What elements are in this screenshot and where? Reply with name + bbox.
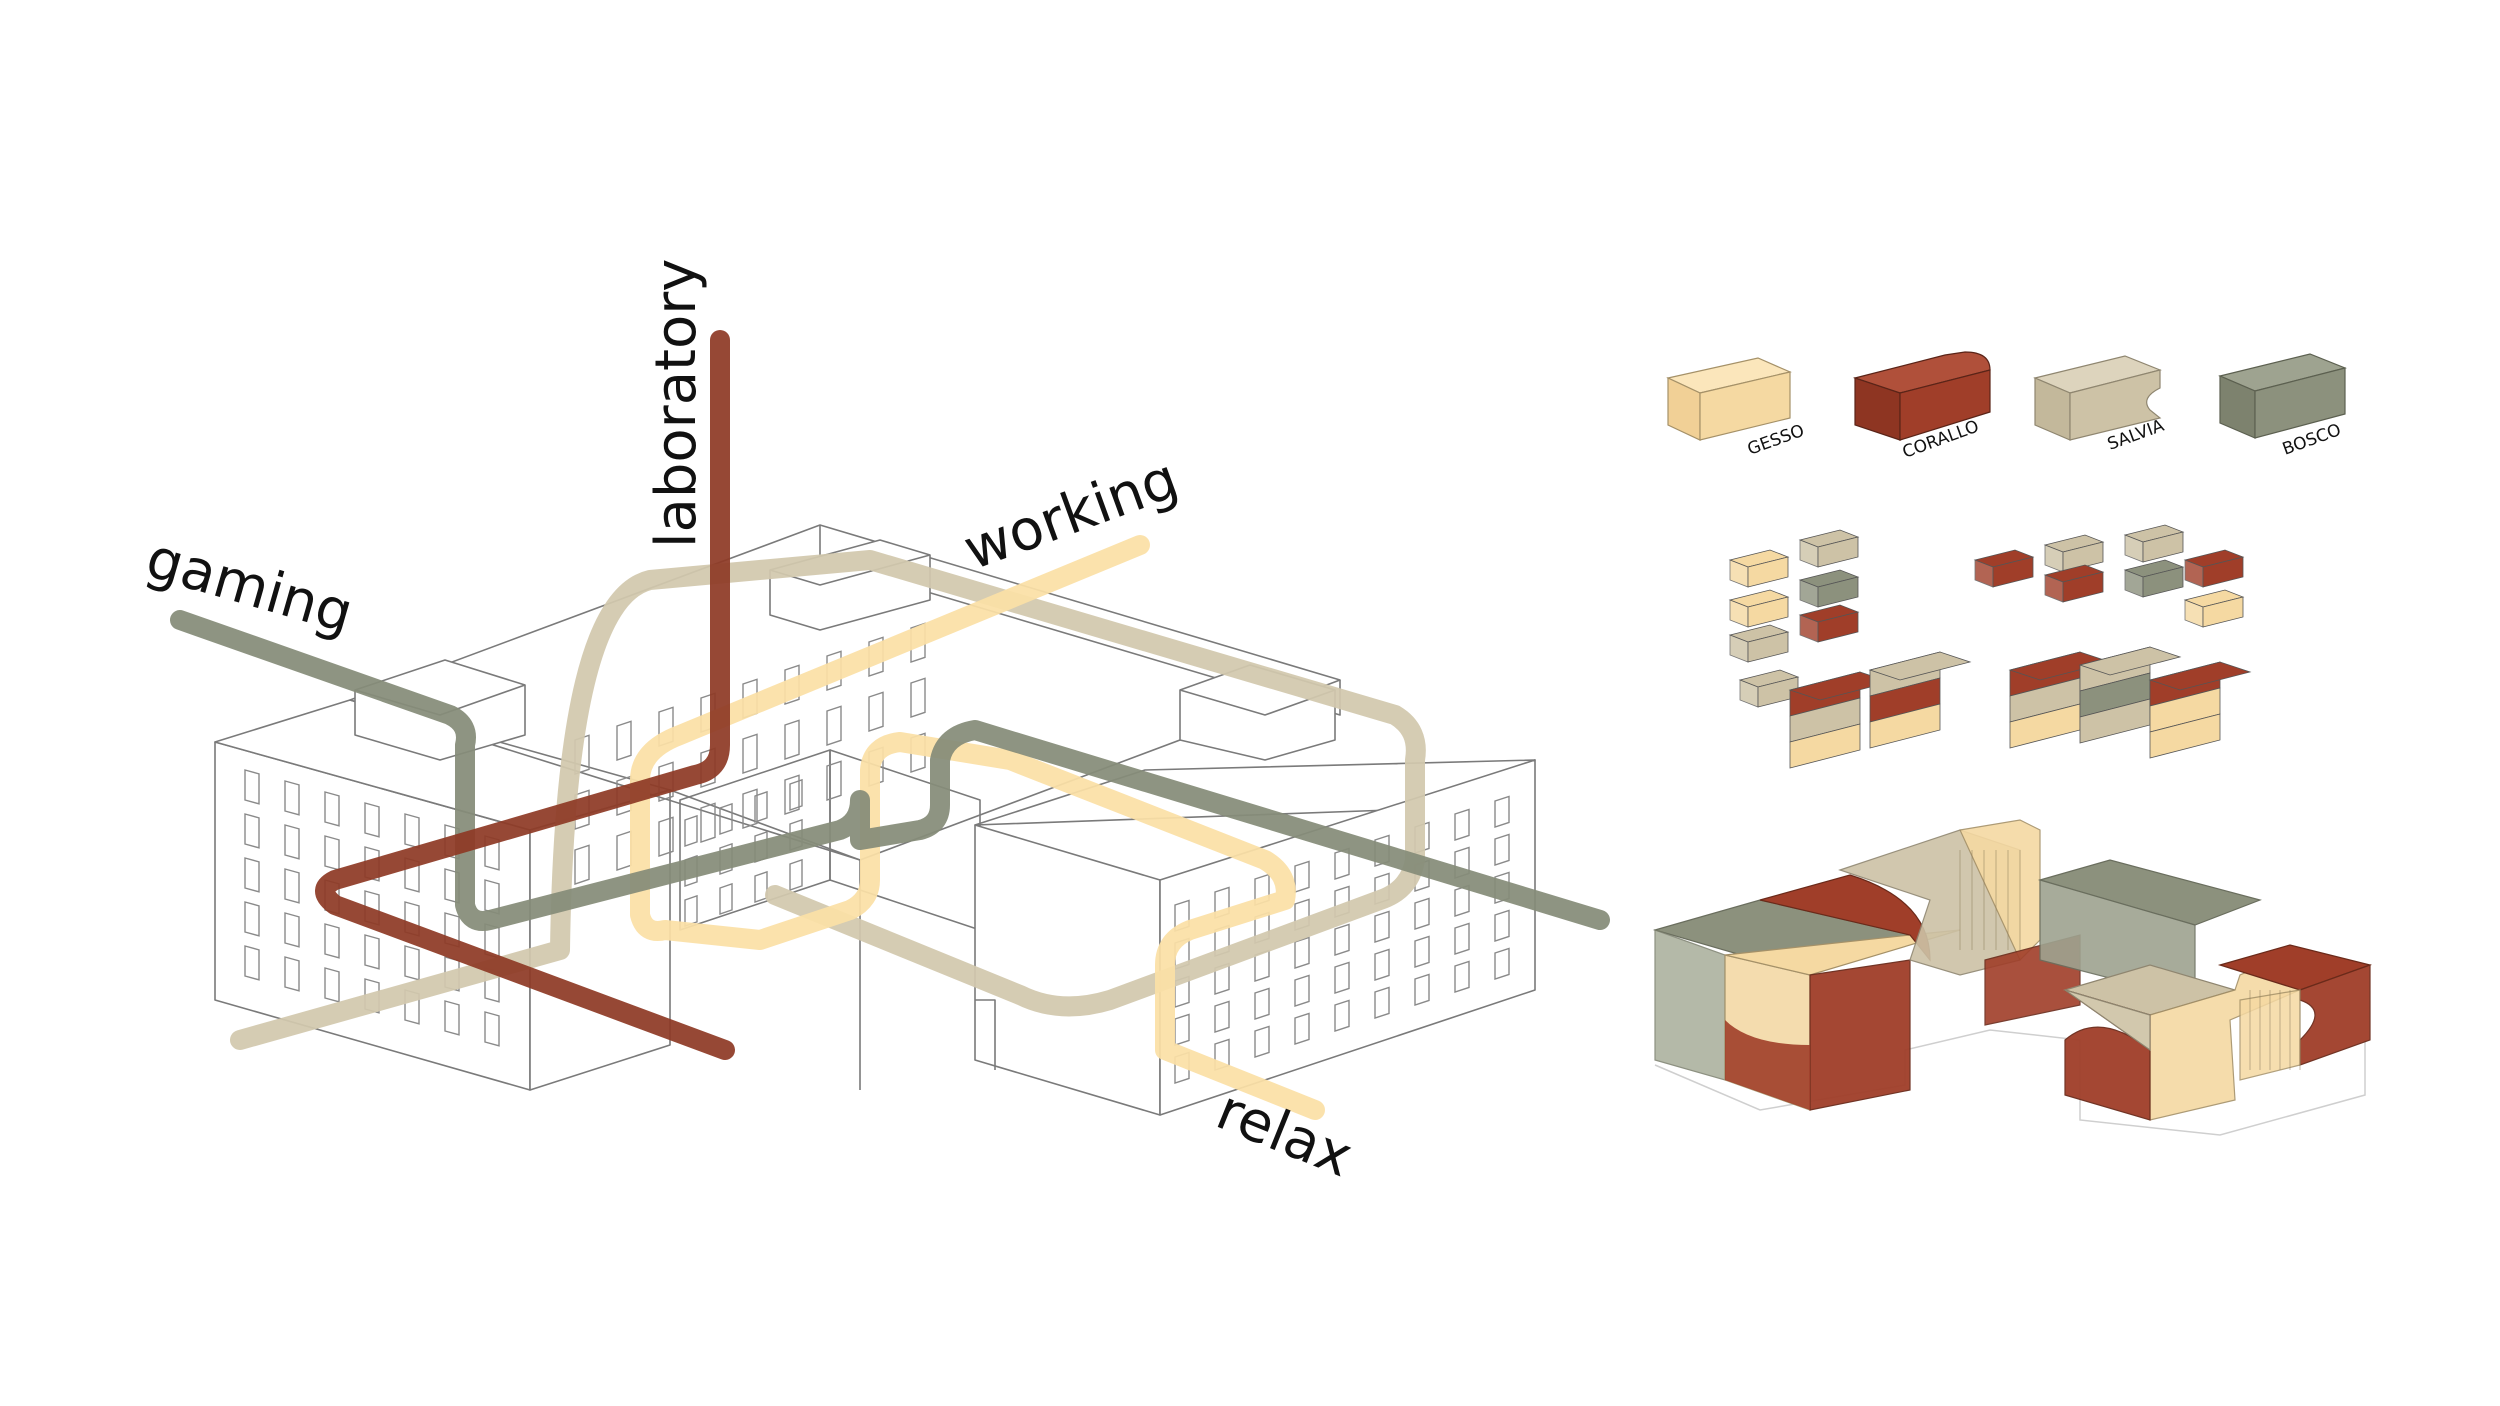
window (244, 857, 260, 893)
activity-routes (170, 330, 1610, 1120)
window (324, 791, 340, 827)
swatch-salvia: SALVIA (2033, 355, 2167, 455)
right-wing-front (974, 824, 1161, 1116)
window (1374, 986, 1390, 1019)
window (444, 1000, 460, 1036)
window (1254, 987, 1270, 1020)
window (284, 956, 300, 992)
combo-block-front (1817, 576, 1859, 608)
coloured-massing (1652, 819, 2373, 1136)
window (910, 622, 926, 663)
combo-block-front (1747, 596, 1789, 628)
window (1454, 960, 1470, 993)
window (574, 844, 590, 885)
window (742, 733, 758, 774)
assembled-block-top (1868, 651, 1972, 681)
window (364, 934, 380, 970)
massing-window-lines (1959, 850, 2301, 1070)
window (284, 780, 300, 816)
route-laboratory (315, 330, 735, 1060)
window (742, 788, 758, 829)
label-laboratory: laboratory (644, 259, 709, 548)
window (1294, 936, 1310, 969)
combo-block-front (1992, 556, 2034, 588)
window (1494, 947, 1510, 980)
combo-block-front (1817, 536, 1859, 568)
combo-block-front (2142, 566, 2184, 598)
window (1494, 795, 1510, 828)
window (826, 705, 842, 746)
window (784, 719, 800, 760)
window (1294, 1012, 1310, 1045)
window (284, 912, 300, 948)
window (754, 870, 768, 903)
window (826, 760, 842, 801)
combo-block-front (2202, 556, 2244, 588)
block-combinations (1728, 524, 2252, 769)
material-legend: GESSO CORALLO SALVIA BOSCO (1666, 351, 2347, 463)
window (1334, 961, 1350, 994)
window (1254, 1025, 1270, 1058)
window (1334, 999, 1350, 1032)
window (244, 769, 260, 805)
window (684, 814, 698, 847)
label-gaming: gaming (139, 526, 360, 647)
window (1374, 910, 1390, 943)
window (910, 677, 926, 718)
window (789, 858, 803, 891)
right-wing-lower (975, 999, 996, 1070)
window (244, 813, 260, 849)
combo-block-front (1747, 631, 1789, 663)
window (284, 868, 300, 904)
route-relax (230, 550, 1426, 1050)
combo-block-front (2202, 596, 2244, 628)
window (284, 824, 300, 860)
window (484, 1011, 500, 1047)
assembled-block (1869, 703, 1941, 749)
window (1374, 948, 1390, 981)
window (789, 778, 803, 811)
swatch-bosco: BOSCO (2218, 353, 2347, 460)
window (1454, 922, 1470, 955)
window (324, 923, 340, 959)
window (1334, 923, 1350, 956)
window (1414, 897, 1430, 930)
assembled-block (2149, 713, 2221, 759)
window (244, 901, 260, 937)
window (244, 945, 260, 981)
window (1294, 974, 1310, 1007)
combo-block-front (2062, 571, 2104, 603)
swatch-gesso: GESSO (1666, 357, 1807, 460)
window (754, 790, 768, 823)
window (684, 894, 698, 927)
window (1414, 973, 1430, 1006)
label-working: working (956, 446, 1187, 583)
combo-block-front (1817, 611, 1859, 643)
combo-block-front (2062, 541, 2104, 573)
window (1414, 935, 1430, 968)
window (784, 774, 800, 815)
window (719, 882, 733, 915)
window (1494, 833, 1510, 866)
assembled-block (1789, 723, 1861, 769)
window (1494, 909, 1510, 942)
window (700, 802, 716, 843)
combo-block-front (2142, 531, 2184, 563)
window (910, 732, 926, 773)
window (364, 802, 380, 838)
window (719, 802, 733, 835)
swatch-corallo: CORALLO (1852, 351, 1991, 463)
window (1214, 1000, 1230, 1033)
assembled-block-top (2078, 646, 2182, 676)
window (616, 720, 632, 761)
route-gaming (170, 610, 1610, 931)
combo-block-front (1747, 556, 1789, 588)
window (868, 691, 884, 732)
assembled-block-top (2148, 661, 2252, 691)
window (1454, 808, 1470, 841)
window (658, 816, 674, 857)
